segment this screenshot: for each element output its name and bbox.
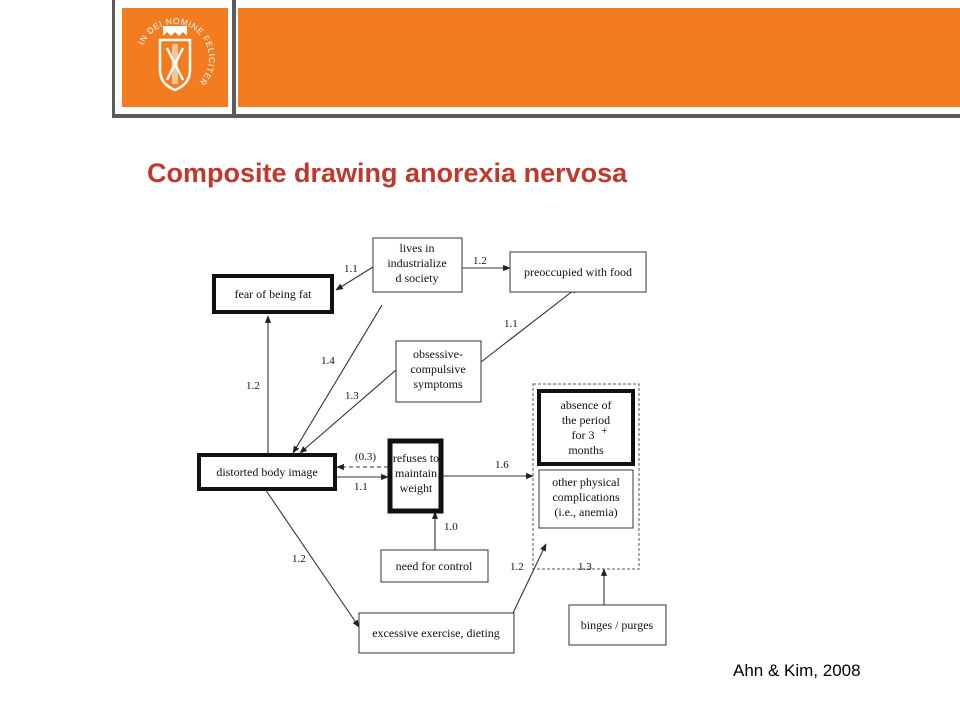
label-refuses-distorted: (0.3) [355,451,376,463]
node-exercise-label: excessive exercise, dieting [372,626,500,640]
node-absence-superscript: + [601,423,608,437]
node-absence-line3: for 3 [572,428,595,442]
node-refuses-box [387,438,444,514]
label-distorted-refuses: 1.1 [354,481,368,493]
node-other-line2: complications [552,490,620,504]
node-obsessive-line1: obsessive- [413,347,463,361]
label-obsessive-distorted: 1.3 [345,390,359,402]
edge-distorted-exercise [264,488,360,628]
node-control-label: need for control [396,559,473,573]
label-lives-distorted: 1.4 [321,355,335,367]
label-binges-group: 1.3 [578,561,592,573]
label-obsessive-preoccupied: 1.1 [504,318,518,330]
label-lives-preoccupied: 1.2 [473,255,487,267]
node-distorted-label: distorted body image [216,465,317,479]
node-refuses-line3: weight [400,481,433,495]
node-obsessive-box [395,340,482,403]
node-binges-box [568,604,667,646]
header-banner [238,8,960,107]
citation: Ahn & Kim, 2008 [733,661,861,680]
header-separator [232,0,236,114]
node-other-line1: other physical [552,475,620,489]
node-lives-line1: lives in [400,241,435,255]
label-distorted-exercise: 1.2 [292,553,306,565]
node-control-box [380,549,489,583]
node-absence-line1: absence of [561,398,612,412]
node-obsessive-line3: symptoms [413,377,463,391]
outcome-group-box [532,383,640,570]
node-preoccupied-box [509,251,647,293]
node-other-line3: (i.e., anemia) [554,505,617,519]
node-fear-box [212,274,334,314]
crest-icon: IN DEI NOMINE FELICITER [136,16,217,92]
edge-exercise-group [512,543,547,614]
label-lives-fear: 1.1 [344,263,358,275]
label-distorted-fear: 1.2 [246,380,260,392]
node-obsessive-line2: compulsive [410,362,465,376]
label-refuses-group: 1.6 [495,459,509,471]
node-absence-line4: months [568,443,604,457]
node-exercise-box [358,612,515,654]
node-lives-box [372,237,463,293]
label-exercise-group: 1.2 [510,561,524,573]
edge-obsessive-preoccupied [480,286,579,363]
node-refuses-line1: refuses to [393,451,439,465]
node-lives-line2: industrialize [387,256,446,270]
edge-obsessive-distorted [299,369,397,454]
slide-title: Composite drawing anorexia nervosa [147,158,628,188]
node-absence-line2: the period [562,413,610,427]
node-absence-box [537,389,635,466]
node-preoccupied-label: preoccupied with food [524,265,632,279]
node-other-box [538,469,634,529]
node-fear-label: fear of being fat [235,287,313,301]
node-lives-line3: d society [396,271,439,285]
edge-lives-distorted [292,304,383,454]
university-logo: IN DEI NOMINE FELICITER [122,8,228,107]
label-control-refuses: 1.0 [444,521,458,533]
node-binges-label: binges / purges [581,618,654,632]
edge-lives-fear [335,266,374,291]
node-refuses-line2: maintain [395,466,437,480]
node-distorted-box [197,453,337,491]
